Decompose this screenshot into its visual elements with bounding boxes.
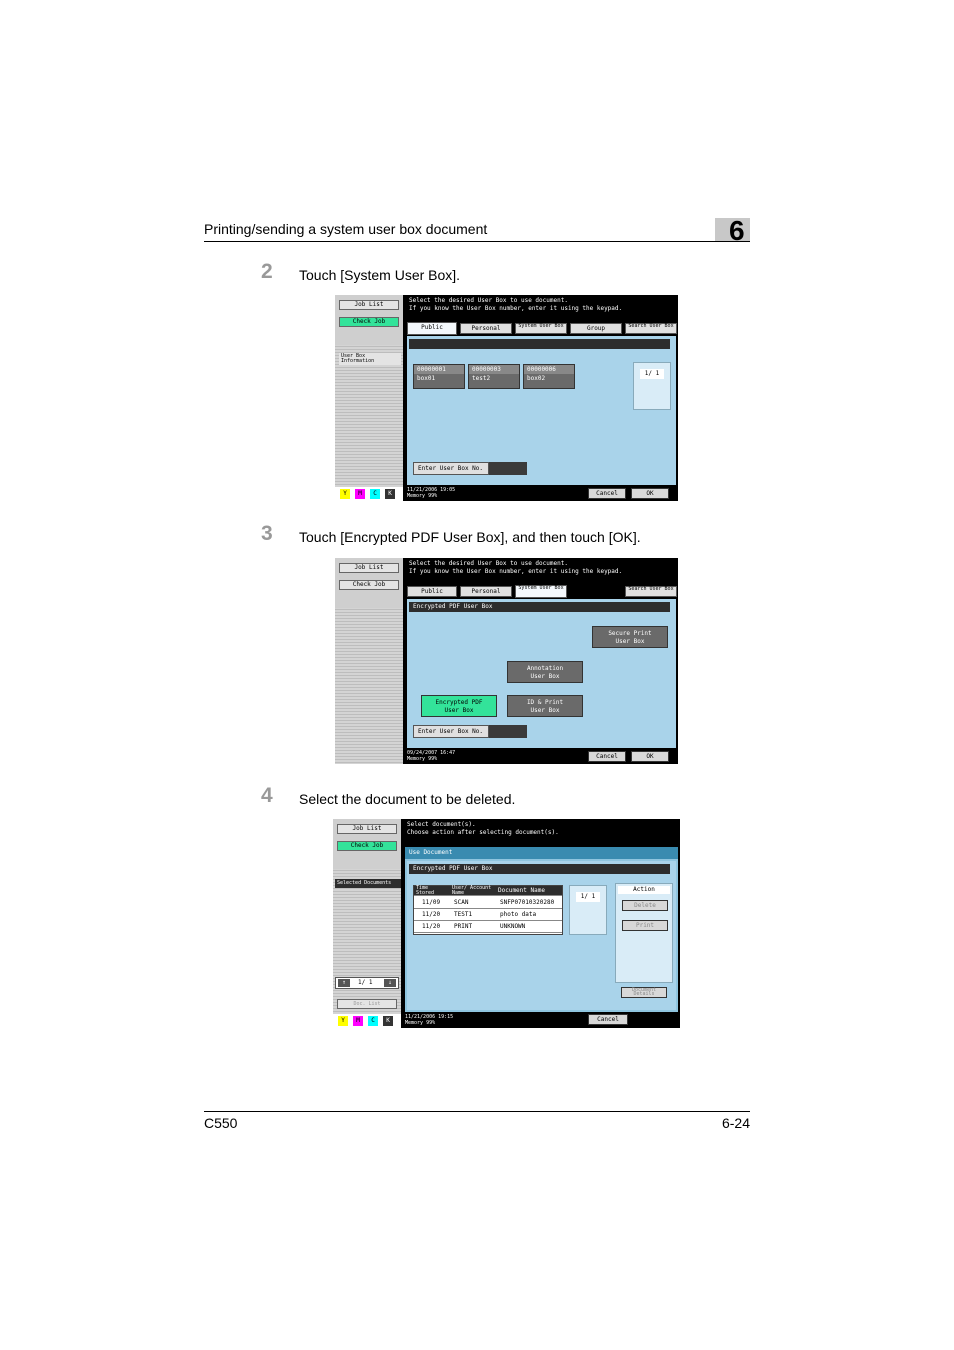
tab-personal[interactable]: Personal <box>460 586 512 597</box>
tab-public[interactable]: Public <box>407 586 457 597</box>
step-number: 3 <box>261 522 273 545</box>
running-header-title: Printing/sending a system user box docum… <box>204 221 488 237</box>
ok-button[interactable]: OK <box>631 751 669 762</box>
tab-system-user-box[interactable]: System User Box <box>515 323 567 334</box>
enter-user-box-number-button[interactable]: Enter User Box No. <box>413 462 489 475</box>
message-bar: Select the desired User Box to use docum… <box>405 558 678 584</box>
check-job-button[interactable]: Check Job <box>339 317 399 327</box>
screenshot-system-user-box: Job List Check Job User Box Information … <box>335 295 678 501</box>
arrow-up-icon[interactable]: ↑ <box>338 979 350 987</box>
use-document-title: Use Document <box>405 847 678 859</box>
main-area: Encrypted PDF User Box Secure Print User… <box>407 599 676 748</box>
screenshot-encrypted-pdf-box: Job List Check Job Select the desired Us… <box>335 558 678 764</box>
table-row[interactable]: 11/09 SCAN SNFP07010320280 <box>414 897 562 909</box>
cancel-button[interactable]: Cancel <box>588 751 626 762</box>
tab-bar: Public Personal System User Box Search U… <box>405 584 678 598</box>
document-table: Time Stored User/ Account Name Document … <box>413 885 563 935</box>
document-details-button[interactable]: Document Details <box>621 987 667 998</box>
message-bar: Select the desired User Box to use docum… <box>405 295 678 321</box>
step-number: 4 <box>261 784 273 807</box>
print-button[interactable]: Print <box>622 920 668 931</box>
user-box-number-field[interactable] <box>489 462 527 475</box>
step-number: 2 <box>261 260 273 283</box>
table-row[interactable]: 11/20 TEST1 photo data <box>414 909 562 921</box>
main-area: 00000001 box01 00000003 test2 00000006 b… <box>407 336 676 485</box>
annotation-user-box-button[interactable]: Annotation User Box <box>507 661 583 683</box>
header-rule <box>204 241 750 242</box>
tab-search-user-box[interactable]: Search User Box <box>625 323 677 334</box>
message-bar: Select document(s). Choose action after … <box>403 819 680 845</box>
job-list-button[interactable]: Job List <box>339 563 399 573</box>
footer-model: C550 <box>204 1115 238 1131</box>
toner-indicator: Y M C K <box>335 487 403 501</box>
table-row[interactable]: 11/20 PRINT UNKNOWN <box>414 921 562 933</box>
doc-list-button[interactable]: Doc. List <box>337 999 397 1009</box>
tab-search-user-box[interactable]: Search User Box <box>625 586 677 597</box>
step-text: Select the document to be deleted. <box>299 791 516 807</box>
ok-button[interactable]: OK <box>631 488 669 499</box>
tab-group[interactable]: Group <box>570 323 622 334</box>
tab-bar: Public Personal System User Box Group Se… <box>405 321 678 335</box>
tab-public[interactable]: Public <box>407 322 457 335</box>
section-title: Encrypted PDF User Box <box>409 602 670 612</box>
id-print-user-box-button[interactable]: ID & Print User Box <box>507 695 583 717</box>
delete-button[interactable]: Delete <box>622 900 668 911</box>
user-box-info-label: User Box Information <box>339 353 401 365</box>
enter-user-box-number-button[interactable]: Enter User Box No. <box>413 725 489 738</box>
job-list-button[interactable]: Job List <box>339 300 399 310</box>
cancel-button[interactable]: Cancel <box>588 1014 628 1025</box>
footer-page-number: 6-24 <box>721 1115 750 1131</box>
side-pager: ↑ 1/ 1 ↓ <box>335 977 399 989</box>
footer-rule <box>204 1111 750 1112</box>
user-box-number-field[interactable] <box>489 725 527 738</box>
user-box-button[interactable]: 00000003 test2 <box>468 364 520 389</box>
arrow-down-icon[interactable]: ↓ <box>384 979 396 987</box>
chapter-tab <box>715 218 750 242</box>
screenshot-select-document: Job List Check Job Selected Documents ↑ … <box>333 819 680 1028</box>
table-header: Time Stored User/ Account Name Document … <box>414 886 562 896</box>
step-text: Touch [Encrypted PDF User Box], and then… <box>299 529 641 545</box>
main-area: Use Document Encrypted PDF User Box Time… <box>405 847 678 1012</box>
check-job-button[interactable]: Check Job <box>337 841 397 851</box>
action-panel: Action Delete Print <box>615 883 673 983</box>
status-bar: 11/21/2006 19:15 Memory 99% <box>403 1014 680 1028</box>
user-box-button[interactable]: 00000001 box01 <box>413 364 465 389</box>
section-title: Encrypted PDF User Box <box>409 864 670 874</box>
chapter-number: 6 <box>729 215 745 246</box>
cancel-button[interactable]: Cancel <box>588 488 626 499</box>
tab-personal[interactable]: Personal <box>460 323 512 334</box>
check-job-button[interactable]: Check Job <box>339 580 399 590</box>
selected-documents-label: Selected Documents <box>335 879 401 888</box>
page-indicator: 1/ 1 <box>633 362 671 410</box>
job-list-button[interactable]: Job List <box>337 824 397 834</box>
tab-system-user-box[interactable]: System User Box <box>515 585 567 598</box>
page-indicator: 1/ 1 <box>569 885 607 935</box>
step-text: Touch [System User Box]. <box>299 267 461 283</box>
action-title: Action <box>618 886 670 894</box>
toner-indicator: Y M C K <box>333 1014 401 1028</box>
secure-print-user-box-button[interactable]: Secure Print User Box <box>592 626 668 648</box>
encrypted-pdf-user-box-button[interactable]: Encrypted PDF User Box <box>421 695 497 717</box>
user-box-button[interactable]: 00000006 box02 <box>523 364 575 389</box>
